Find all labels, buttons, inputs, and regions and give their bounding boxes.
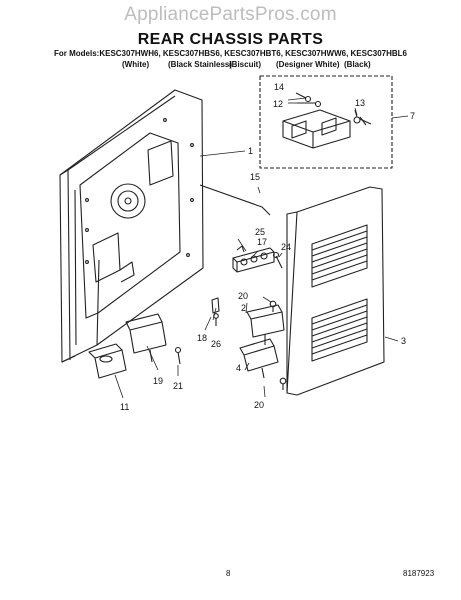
screw-20a xyxy=(269,300,277,308)
screw-21 xyxy=(174,346,182,365)
color-white: (White) xyxy=(122,60,150,69)
callout-17: 17 xyxy=(257,237,267,247)
color-designer-white: (Designer White) xyxy=(276,60,340,69)
bracket-assembly xyxy=(282,92,372,149)
color-black: (Black) xyxy=(344,60,371,69)
page-number: 8 xyxy=(226,569,231,578)
callout-20-lower: 20 xyxy=(254,400,264,410)
callout-11: 11 xyxy=(120,402,129,412)
callout-2: 2 xyxy=(241,303,246,313)
callout-14: 14 xyxy=(274,82,284,92)
screw-20b xyxy=(279,377,287,385)
color-biscuit: (Biscuit) xyxy=(229,60,261,69)
callout-12: 12 xyxy=(273,99,283,109)
callout-20-upper: 20 xyxy=(238,291,248,301)
color-black-stainless: (Black Stainless) xyxy=(168,60,233,69)
callout-15: 15 xyxy=(250,172,260,182)
callout-25: 25 xyxy=(255,227,265,237)
screw-24 xyxy=(272,251,283,269)
detail-box xyxy=(259,75,393,169)
bracket-2 xyxy=(246,304,285,345)
bracket-4 xyxy=(239,338,279,379)
callout-7: 7 xyxy=(410,111,415,121)
rear-panel xyxy=(59,89,204,363)
clip-18 xyxy=(211,297,220,314)
rear-cover xyxy=(286,186,385,396)
page-title: REAR CHASSIS PARTS xyxy=(137,31,324,48)
callout-21: 21 xyxy=(173,381,183,391)
terminal-block xyxy=(232,245,275,273)
wire-rod xyxy=(199,184,271,216)
callout-24: 24 xyxy=(281,242,291,252)
callout-18: 18 xyxy=(197,333,207,343)
foot-11 xyxy=(88,343,127,379)
bracket-19 xyxy=(125,313,167,363)
document-number: 8187923 xyxy=(403,569,435,578)
callout-13: 13 xyxy=(355,98,365,108)
watermark: AppliancePartsPros.com xyxy=(124,4,337,25)
callout-19: 19 xyxy=(153,376,163,386)
models-line: For Models:KESC307HWH6, KESC307HBS6, KES… xyxy=(54,49,407,58)
callout-1: 1 xyxy=(248,146,253,156)
callout-4: 4 xyxy=(236,363,241,373)
callout-26: 26 xyxy=(211,339,221,349)
callout-3: 3 xyxy=(401,336,406,346)
